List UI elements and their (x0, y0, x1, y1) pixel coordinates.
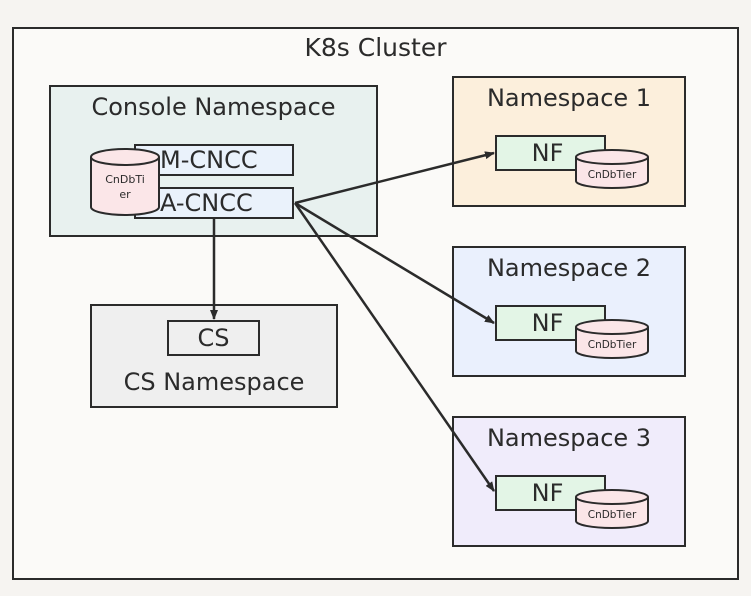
namespace-1-title: Namespace 1 (486, 84, 652, 112)
namespace-2-nf-label: NF (531, 309, 564, 337)
m-cncc-label: M-CNCC (160, 146, 258, 174)
namespace-1-nf-box: NF (495, 135, 606, 171)
cluster-title: K8s Cluster (304, 33, 447, 62)
namespace-2-title: Namespace 2 (486, 254, 652, 282)
a-cncc-box: A-CNCC (134, 187, 294, 219)
namespace-3-nf-label: NF (531, 479, 564, 507)
namespace-1-nf-label: NF (531, 139, 564, 167)
namespace-2-nf-box: NF (495, 305, 606, 341)
console-namespace-title: Console Namespace (91, 93, 336, 121)
namespace-3-nf-box: NF (495, 475, 606, 511)
namespace-3-title: Namespace 3 (486, 424, 652, 452)
a-cncc-label: A-CNCC (160, 189, 253, 217)
m-cncc-box: M-CNCC (134, 144, 294, 176)
cs-label: CS (197, 324, 230, 352)
cs-namespace-title: CS Namespace (123, 368, 305, 396)
cs-box: CS (167, 320, 260, 356)
